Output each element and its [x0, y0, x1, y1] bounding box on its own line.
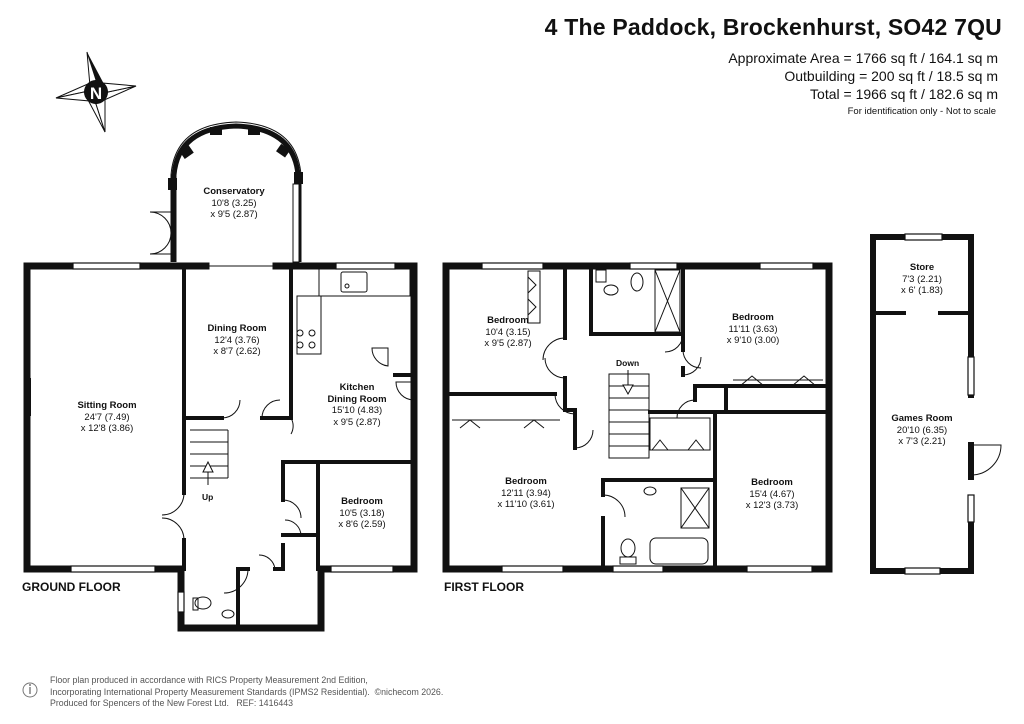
- room-dim: 10'8 (3.25): [211, 197, 257, 209]
- footer-line-3-text: Produced for Spencers of the New Forest …: [50, 698, 229, 709]
- room-dim: x 9'10 (3.00): [726, 335, 780, 346]
- room-bedroom-3: Bedroom 12'11 (3.94) x 11'10 (3.61): [497, 476, 554, 511]
- area-total: Total = 1966 sq ft / 182.6 sq m: [810, 86, 998, 102]
- room-name: Bedroom: [487, 315, 529, 326]
- room-dim: 24'7 (7.49): [84, 411, 130, 423]
- room-name: Sitting Room: [77, 400, 137, 411]
- room-dim: x 9'5 (2.87): [210, 209, 258, 220]
- room-name: Bedroom: [505, 476, 547, 487]
- first-floor-label: FIRST FLOOR: [444, 580, 524, 594]
- room-name: Store: [909, 262, 935, 273]
- room-dim: 11'11 (3.63): [728, 323, 778, 335]
- room-sitting: Sitting Room 24'7 (7.49) x 12'8 (3.86): [77, 400, 136, 435]
- room-dim: x 9'5 (2.87): [333, 416, 381, 428]
- footer-line-2: Incorporating International Property Mea…: [50, 687, 443, 699]
- footer-line-3: Produced for Spencers of the New Forest …: [50, 698, 443, 710]
- room-dim: 15'10 (4.83): [331, 405, 383, 416]
- room-store: Store 7'3 (2.21) x 6' (1.83): [901, 262, 943, 297]
- conservatory-walls: [168, 121, 303, 267]
- room-name: Bedroom: [732, 312, 774, 323]
- room-dim: x 8'7 (2.62): [213, 346, 261, 357]
- footer-line-1: Floor plan produced in accordance with R…: [50, 675, 368, 685]
- room-name: Bedroom: [751, 477, 793, 488]
- room-dim: 12'11 (3.94): [501, 487, 551, 499]
- room-dining: Dining Room 12'4 (3.76) x 8'7 (2.62): [207, 323, 266, 358]
- room-dim: x 12'3 (3.73): [745, 500, 799, 511]
- person-icon: [22, 682, 38, 698]
- room-bedroom-2: Bedroom 11'11 (3.63) x 9'10 (3.00): [727, 312, 780, 347]
- room-dim: x 11'10 (3.61): [497, 499, 555, 510]
- room-dim: x 6' (1.83): [901, 285, 943, 296]
- room-bedroom-1: Bedroom 10'4 (3.15) x 9'5 (2.87): [484, 315, 531, 350]
- compass-letter: N: [90, 84, 102, 103]
- room-name: Dining Room: [207, 323, 267, 334]
- room-dim: 20'10 (6.35): [896, 424, 948, 436]
- room-bedroom-4: Bedroom 15'4 (4.67) x 12'3 (3.73): [746, 477, 799, 512]
- footer-copyright: ©nichecom 2026.: [374, 686, 444, 697]
- page-title: 4 The Paddock, Brockenhurst, SO42 7QU: [544, 14, 1002, 40]
- room-dim: x 12'8 (3.86): [80, 423, 134, 434]
- stairs-up-label: Up: [202, 492, 214, 502]
- footer-ref: REF: 1416443: [236, 698, 294, 709]
- room-name-2: Dining Room: [327, 393, 387, 405]
- room-dim: 7'3 (2.21): [902, 273, 942, 285]
- room-conservatory: Conservatory 10'8 (3.25) x 9'5 (2.87): [203, 186, 264, 221]
- room-ground-bedroom: Bedroom 10'5 (3.18) x 8'6 (2.59): [338, 496, 385, 531]
- room-dim: 12'4 (3.76): [214, 334, 260, 346]
- room-name: Games Room: [891, 413, 953, 424]
- room-name: Bedroom: [341, 496, 383, 507]
- first-floor-walls: [442, 262, 833, 573]
- ground-floor-label: GROUND FLOOR: [22, 580, 121, 594]
- room-dim: x 8'6 (2.59): [338, 519, 386, 530]
- room-games: Games Room 20'10 (6.35) x 7'3 (2.21): [891, 413, 952, 448]
- area-outbuilding: Outbuilding = 200 sq ft / 18.5 sq m: [784, 68, 998, 84]
- ground-floor-walls: [23, 262, 418, 632]
- footer-line-2-text: Incorporating International Property Mea…: [50, 686, 370, 697]
- room-kitchen: Kitchen Dining Room 15'10 (4.83) x 9'5 (…: [327, 382, 386, 428]
- room-dim: x 7'3 (2.21): [898, 436, 946, 447]
- room-dim: 15'4 (4.67): [749, 488, 795, 500]
- room-name: Kitchen: [339, 382, 375, 393]
- room-dim: 10'5 (3.18): [339, 507, 385, 519]
- north-arrow-icon: [55, 51, 137, 133]
- room-name: Conservatory: [203, 186, 265, 197]
- stairs-down-label: Down: [616, 358, 640, 368]
- footer: Floor plan produced in accordance with R…: [50, 675, 443, 710]
- room-dim: 10'4 (3.15): [485, 326, 531, 338]
- room-dim: x 9'5 (2.87): [484, 338, 532, 349]
- disclaimer: For identification only - Not to scale: [847, 106, 996, 117]
- area-approximate: Approximate Area = 1766 sq ft / 164.1 sq…: [728, 50, 998, 66]
